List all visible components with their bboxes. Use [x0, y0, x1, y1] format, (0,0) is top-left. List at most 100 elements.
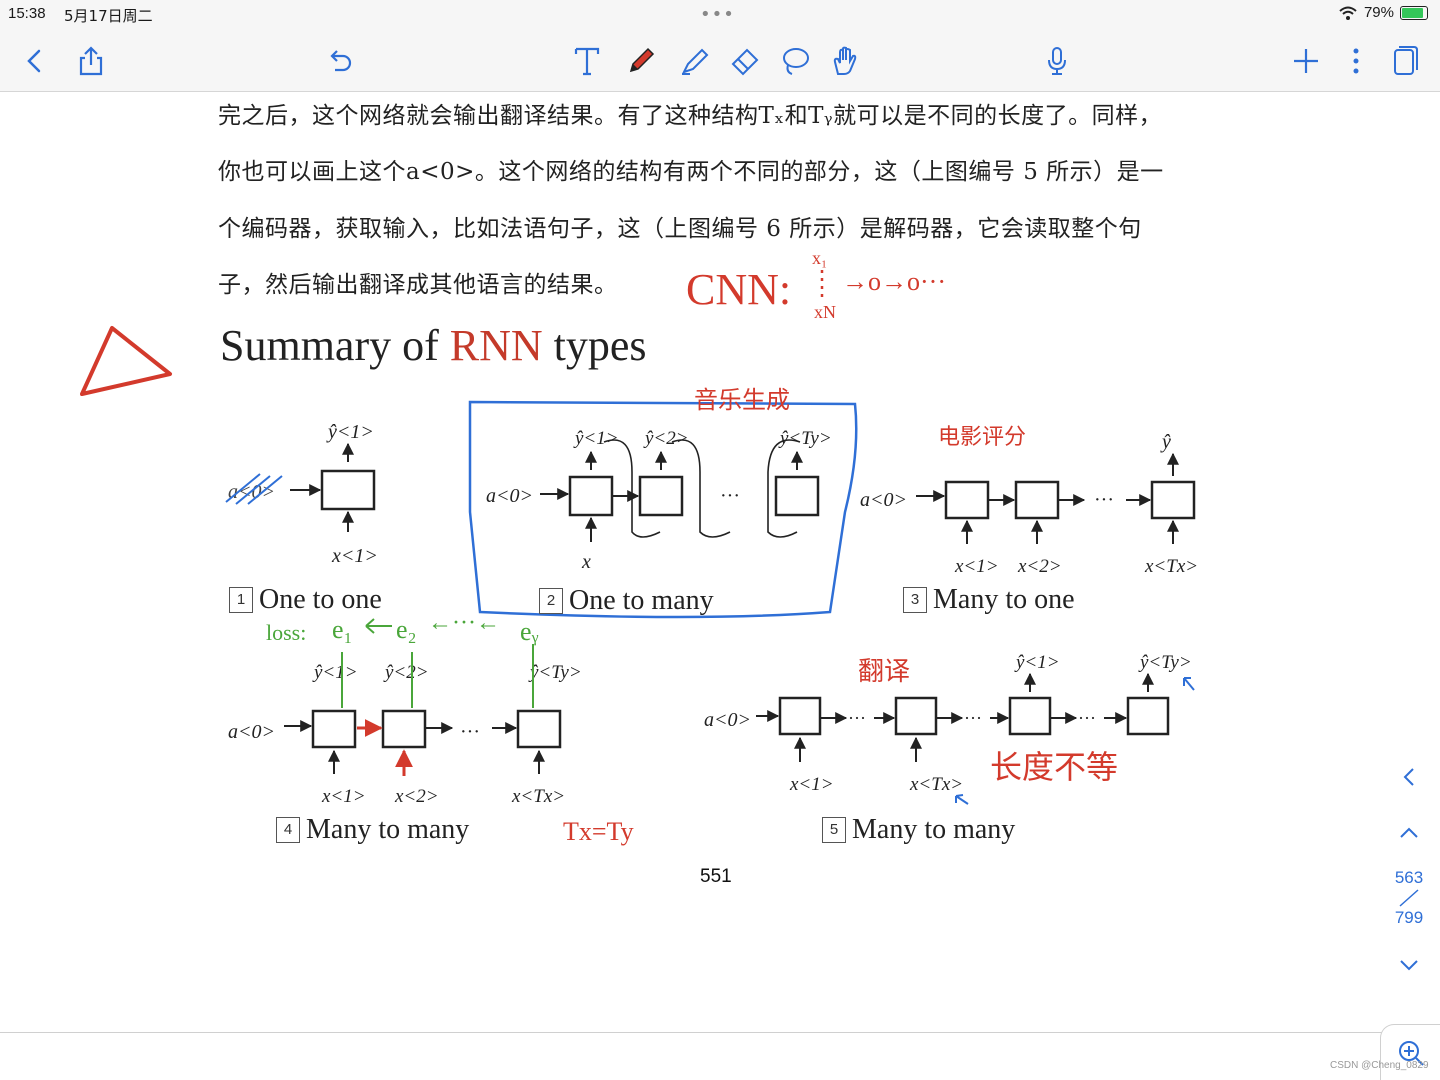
triangle-annotation — [80, 326, 172, 396]
rnn-types-diagram: a<0> ŷ<1> x<1> a<0> ··· ŷ<1> — [80, 248, 1198, 846]
back-icon[interactable] — [16, 42, 54, 80]
label-x: x — [581, 551, 591, 573]
share-icon[interactable] — [72, 42, 110, 80]
text-line-1: 完之后，这个网络就会输出翻译结果。有了这种结构Tₓ和Tᵧ就可以是不同的长度了。同… — [218, 103, 1163, 129]
slide-title: Summary of RNN types — [220, 321, 647, 370]
label-yTy: ŷ<Ty> — [1138, 652, 1192, 673]
wifi-icon — [1339, 6, 1357, 20]
rnn-cell — [1150, 480, 1196, 520]
lasso-tool-icon[interactable] — [776, 42, 814, 80]
toolbar — [0, 30, 1440, 92]
label-y: ŷ — [1160, 431, 1171, 453]
text-line-3: 个编码器，获取输入，比如法语句子，这（上图编号 6 所示）是解码器，它会读取整个… — [218, 216, 1142, 242]
dots-label: ··· — [1094, 489, 1114, 511]
prev-page-icon[interactable] — [1394, 818, 1424, 848]
length-differ-note: 长度不等 — [990, 749, 1118, 785]
cnn-x1: x₁ — [812, 248, 827, 268]
undo-icon[interactable] — [321, 42, 359, 80]
cnn-xn: xN — [814, 302, 836, 322]
dots-label: ··· — [964, 708, 982, 728]
rnn-cell — [944, 480, 990, 520]
label-y1: ŷ<1> — [312, 662, 358, 683]
status-date: 5月17日周二 — [64, 7, 153, 25]
multitask-dots-icon[interactable]: ••• — [700, 4, 735, 25]
page-separator-icon — [1399, 889, 1419, 907]
loss-chain: ←···← — [428, 610, 500, 636]
microphone-icon[interactable] — [1038, 42, 1076, 80]
rnn-cell — [311, 709, 357, 749]
slide-title-rnn: RNN — [449, 321, 543, 370]
dots-label: ··· — [460, 721, 480, 743]
label-y1: ŷ<1> — [1014, 652, 1060, 673]
rnn-cell — [1008, 696, 1052, 736]
label-x2: x<2> — [394, 786, 439, 807]
dots-label: ··· — [1078, 708, 1096, 728]
tx-ty-note: Tx=Ty — [563, 817, 634, 846]
rnn-cell — [320, 469, 376, 511]
panel-many-to-many-seq2seq: a<0> ··· ··· ··· ŷ<1> ŷ<Ty> x<1> x<Tx> — [704, 652, 1195, 805]
collapse-panel-icon[interactable] — [1394, 762, 1424, 792]
translate-note: 翻译 — [858, 657, 910, 686]
label-a0: a<0> — [860, 489, 907, 511]
status-right: 79% — [1338, 4, 1428, 21]
rnn-cell — [778, 696, 822, 736]
rnn-cell — [568, 475, 614, 517]
next-page-icon[interactable] — [1394, 950, 1424, 980]
label-y2: ŷ<2> — [383, 662, 429, 683]
rnn-cell — [894, 696, 938, 736]
status-time: 15:38 — [8, 5, 46, 22]
label-xTx: x<Tx> — [1144, 556, 1198, 577]
rnn-cell — [381, 709, 427, 749]
cnn-annotation: CNN: x₁ xN →o→o··· — [686, 248, 946, 322]
loss-e2: e₂ — [396, 615, 417, 644]
more-icon[interactable] — [1337, 42, 1375, 80]
label-yTy: ŷ<Ty> — [778, 428, 832, 449]
strikeout-scribble — [225, 473, 283, 505]
panel-many-to-many-equal: a<0> ··· ŷ<1> ŷ<2> ŷ<Ty> x<1> x<2> x<Tx> — [228, 644, 582, 807]
page-indicator[interactable]: 563 799 — [1386, 868, 1432, 928]
loss-ey: eᵧ — [520, 617, 539, 646]
eraser-tool-icon[interactable] — [726, 42, 764, 80]
loss-annotation: loss: e₁ e₂ ←···← eᵧ — [266, 610, 539, 646]
dots-label: ··· — [848, 708, 866, 728]
total-pages: 799 — [1394, 908, 1424, 927]
rnn-cell — [1126, 696, 1170, 736]
label-a0: a<0> — [704, 709, 751, 731]
text-tool-icon[interactable] — [568, 42, 606, 80]
pages-icon[interactable] — [1386, 42, 1424, 80]
hand-tool-icon[interactable] — [826, 42, 864, 80]
page-number: 551 — [700, 866, 732, 887]
label-xTx: x<Tx> — [511, 786, 565, 807]
panel-many-to-one: a<0> ··· ŷ x<1> x<2> x<Tx> — [860, 431, 1198, 577]
rnn-cell — [774, 475, 820, 517]
highlighter-tool-icon[interactable] — [676, 42, 714, 80]
label-y1: ŷ<1> — [573, 428, 619, 449]
panel-one-to-many: a<0> ··· ŷ<1> ŷ<2> ŷ<Ty> x — [468, 400, 858, 619]
blue-circle-annotation — [468, 400, 858, 619]
cnn-chain: →o→o··· — [842, 267, 946, 296]
document-page[interactable]: 完之后，这个网络就会输出翻译结果。有了这种结构Tₓ和Tᵧ就可以是不同的长度了。同… — [0, 92, 1440, 1032]
label-x1: x<1> — [331, 545, 378, 567]
zoom-in-icon[interactable] — [1380, 1024, 1440, 1080]
text-line-2: 你也可以画上这个a<0>。这个网络的结构有两个不同的部分，这（上图编号 5 所示… — [218, 159, 1164, 185]
dots-label: ··· — [720, 485, 740, 507]
label-a0: a<0> — [228, 721, 275, 743]
battery-percent: 79% — [1363, 4, 1394, 21]
pen-tool-icon[interactable] — [622, 42, 660, 80]
label-a0: a<0> — [486, 485, 533, 507]
add-icon[interactable] — [1287, 42, 1325, 80]
music-gen-note: 音乐生成 — [694, 387, 790, 414]
movie-rating-note: 电影评分 — [938, 424, 1026, 449]
label-x2: x<2> — [1017, 556, 1062, 577]
cnn-note: CNN: — [686, 265, 791, 314]
label-x1: x<1> — [789, 774, 834, 795]
label-x1: x<1> — [321, 786, 366, 807]
rnn-cell — [1014, 480, 1060, 520]
watermark: CSDN @Cheng_0829 — [1330, 1060, 1429, 1071]
text-line-4: 子，然后输出翻译成其他语言的结果。 — [218, 272, 618, 298]
label-y1: ŷ<1> — [326, 421, 374, 443]
